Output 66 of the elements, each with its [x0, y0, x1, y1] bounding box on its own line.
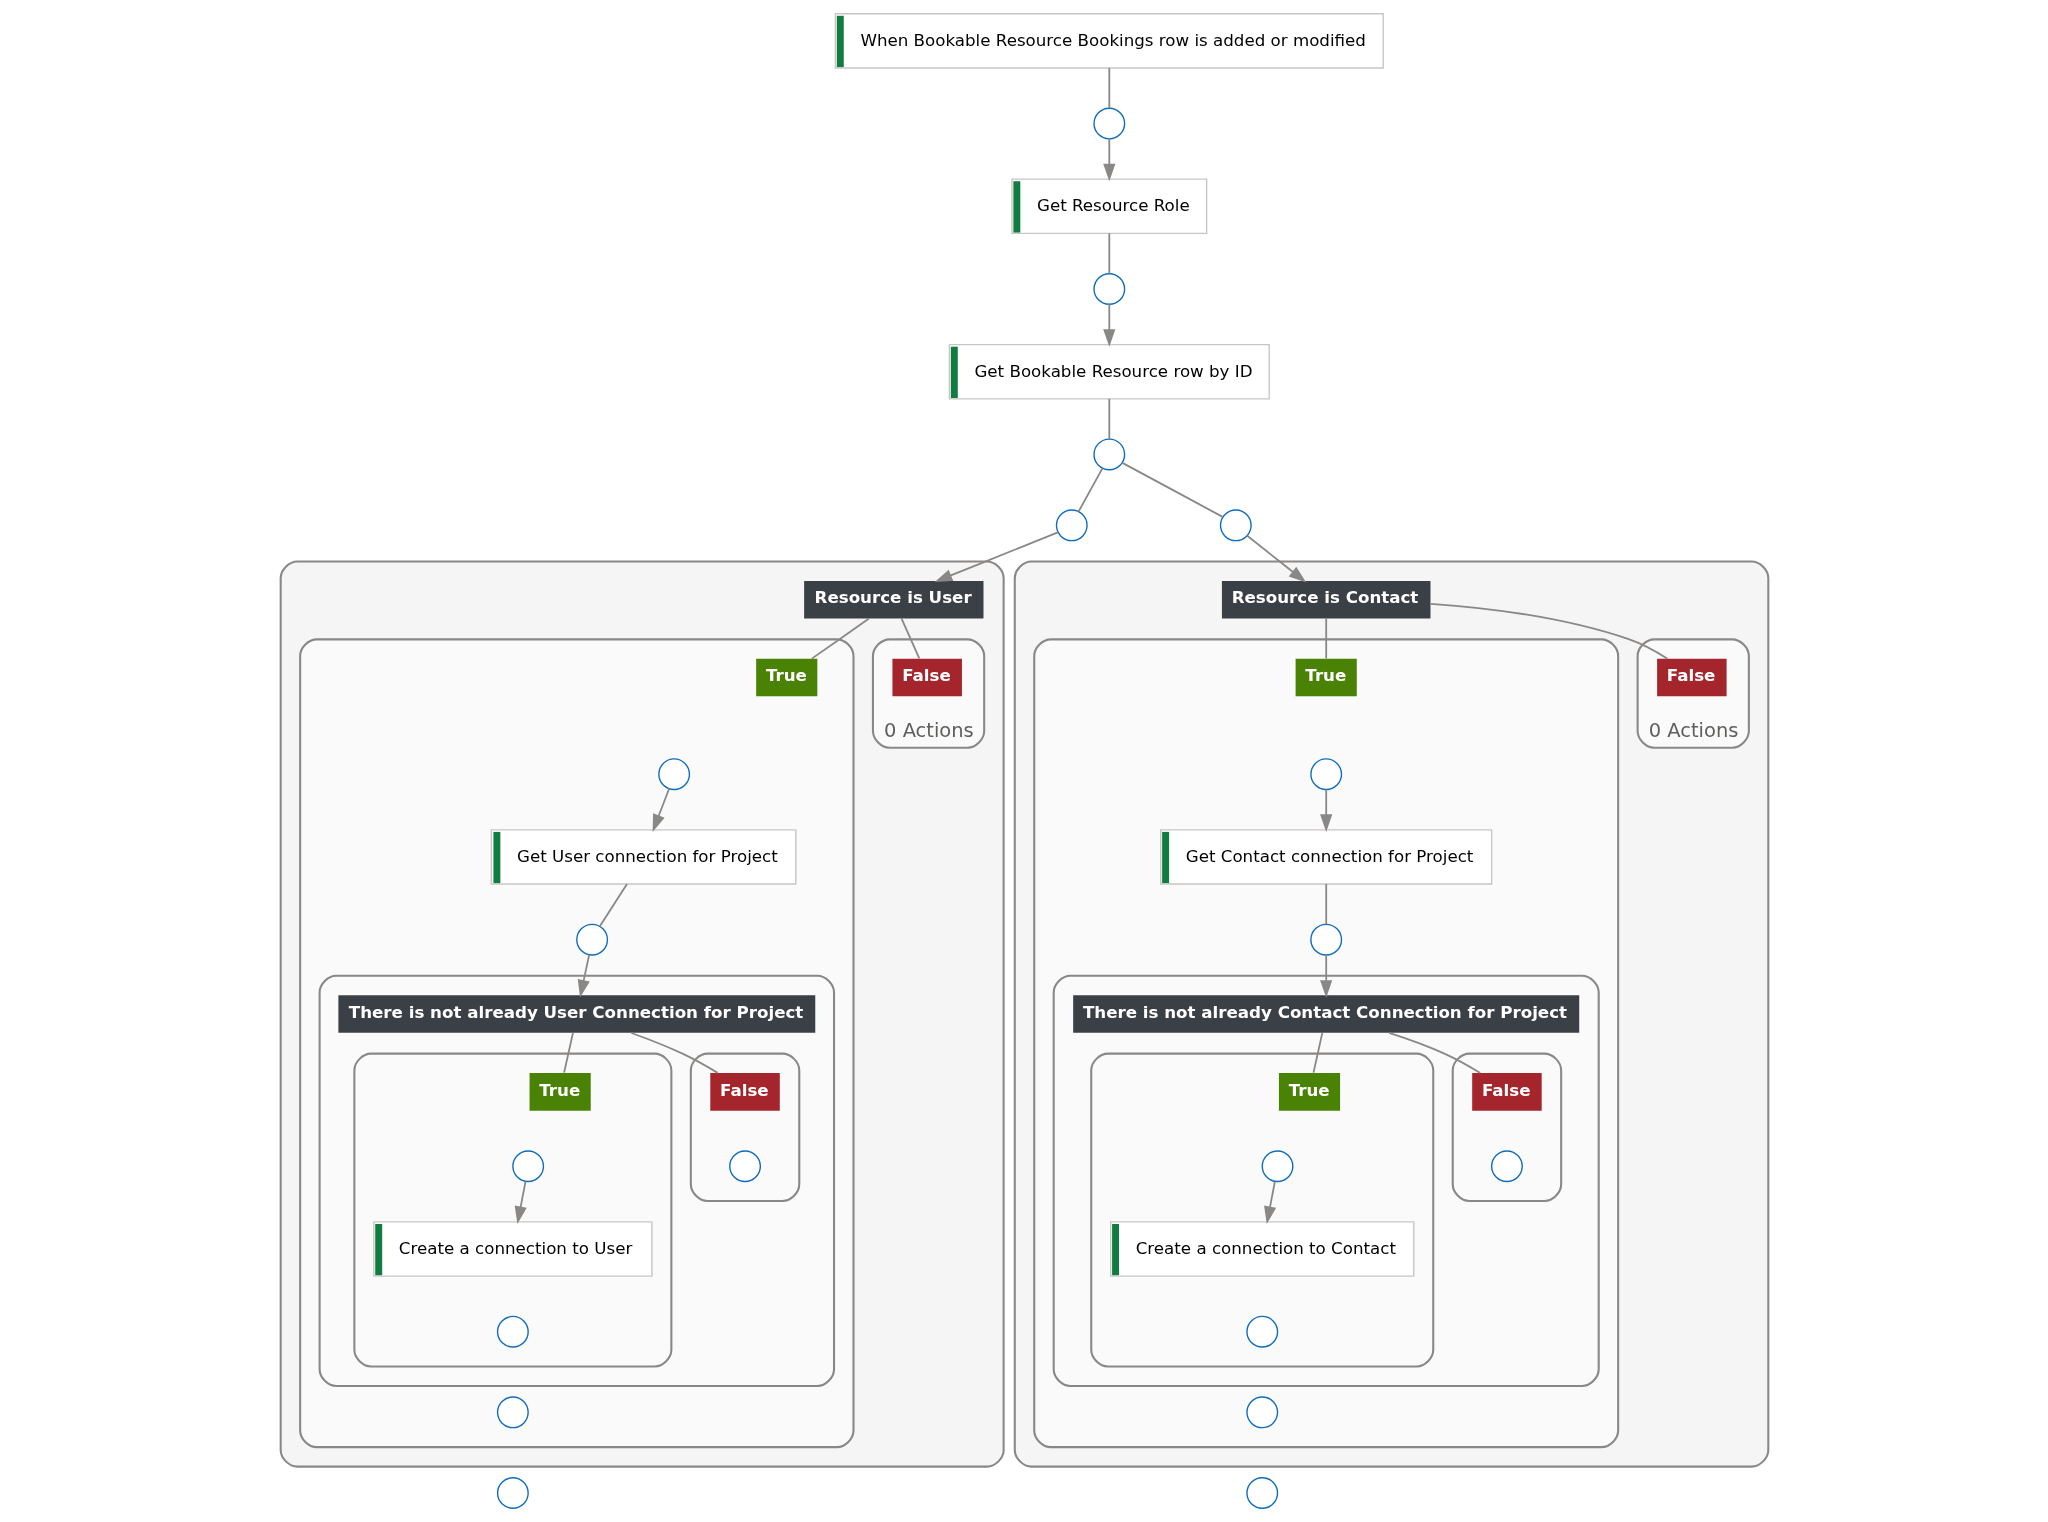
connector — [1120, 461, 1224, 518]
connector — [1429, 602, 1668, 660]
connector — [1387, 1032, 1481, 1074]
node-circle — [511, 1150, 544, 1183]
cluster — [352, 1052, 672, 1368]
arrow — [1102, 303, 1115, 347]
node-circle — [1092, 273, 1125, 305]
node-circle — [1245, 1477, 1278, 1509]
arrow — [1245, 534, 1306, 583]
cluster — [1089, 1052, 1434, 1368]
node-circle — [1245, 1315, 1278, 1348]
connector — [1324, 883, 1327, 926]
cluster — [298, 638, 855, 1449]
cluster — [279, 560, 1005, 1468]
connector — [1312, 1031, 1323, 1074]
node-circle — [1309, 758, 1342, 791]
node-box: Resource is Contact — [1221, 580, 1430, 619]
node-circle — [496, 1477, 529, 1509]
node-box: There is not already User Connection for Project — [337, 995, 815, 1033]
node-box: True — [1295, 658, 1357, 697]
node-circle — [1092, 438, 1125, 471]
node-box: Resource is User — [803, 580, 983, 619]
connector — [629, 1032, 719, 1074]
cluster — [1451, 1052, 1562, 1203]
node-box: False — [891, 658, 962, 697]
connector — [900, 617, 920, 660]
arrow — [1319, 788, 1332, 832]
connector — [562, 1031, 574, 1074]
connector — [1107, 397, 1110, 440]
node-box: True — [1278, 1073, 1340, 1111]
arrow — [1263, 1180, 1276, 1224]
cluster — [1052, 974, 1600, 1387]
node-box: False — [1656, 658, 1727, 697]
node-circle — [1092, 107, 1125, 140]
node-circle — [1261, 1150, 1294, 1183]
node-circle — [496, 1315, 529, 1348]
connector — [810, 617, 870, 660]
node-box: False — [709, 1073, 780, 1111]
connector — [1077, 467, 1103, 513]
node-circle — [728, 1150, 761, 1183]
connector — [1324, 617, 1327, 660]
cluster — [318, 974, 835, 1387]
node-circle — [657, 758, 690, 791]
node-circle — [575, 923, 608, 956]
cluster — [689, 1052, 800, 1203]
arrow — [1102, 137, 1115, 182]
node-circle — [496, 1396, 529, 1429]
node-box: True — [755, 658, 817, 697]
arrow — [514, 1180, 527, 1224]
node-circle — [1245, 1396, 1278, 1429]
node-box: True — [529, 1073, 591, 1111]
cluster — [1032, 638, 1619, 1449]
arrow — [577, 953, 590, 998]
arrow — [1319, 954, 1332, 998]
arrow — [652, 787, 670, 832]
connector — [1107, 232, 1110, 275]
node-box: False — [1471, 1073, 1542, 1111]
node-circle — [1055, 509, 1088, 542]
node-box: There is not already Contact Connection for Project — [1072, 995, 1579, 1033]
connector — [598, 883, 628, 927]
cluster — [1013, 560, 1769, 1468]
arrow — [934, 531, 1059, 582]
node-circle — [1309, 923, 1342, 956]
node-circle — [1219, 509, 1252, 542]
connector — [1107, 67, 1110, 109]
node-circle — [1490, 1150, 1523, 1183]
